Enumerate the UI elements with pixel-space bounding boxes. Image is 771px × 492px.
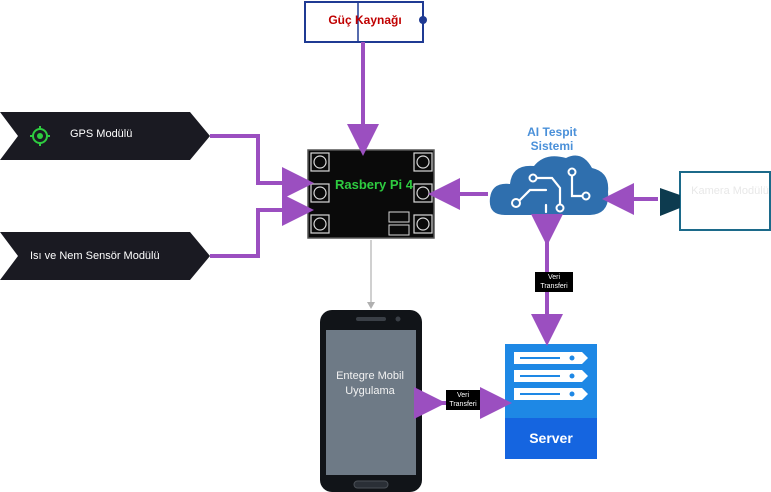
arrow-rpi-to-phone [367, 240, 375, 309]
raspberry-pi-label: Rasbery Pi 4 [334, 177, 414, 192]
arrow-sensor-to-rpi [210, 194, 314, 258]
mobile-app-label: Entegre Mobil Uygulama [336, 370, 404, 397]
ai-system-label: AI Tespit Sistemi [527, 125, 577, 153]
arrow-gps-to-rpi [210, 134, 314, 199]
raspberry-pi-board [307, 149, 435, 239]
gps-module-shape [0, 112, 210, 160]
transfer-tag-ai-server: Veri Transferi [535, 272, 573, 292]
sensor-module-label: Isı ve Nem Sensör Modülü [30, 250, 160, 262]
connection-arrows [210, 42, 658, 419]
crosshair-icon [30, 126, 50, 146]
power-supply-box [304, 1, 427, 43]
power-supply-label: Güç Kaynağı [328, 13, 402, 27]
gps-module-label: GPS Modülü [70, 128, 133, 140]
video-camera-icon [660, 171, 771, 231]
cloud-circuit-icon [489, 155, 609, 215]
camera-module-label: Kamera Modülü [691, 185, 769, 197]
server-label: Server [529, 430, 573, 446]
smartphone-icon [320, 310, 422, 492]
server-rack-icon [505, 344, 597, 459]
sensor-module-shape [0, 232, 210, 280]
transfer-tag-phone-server: Veri Transferi [446, 390, 480, 410]
